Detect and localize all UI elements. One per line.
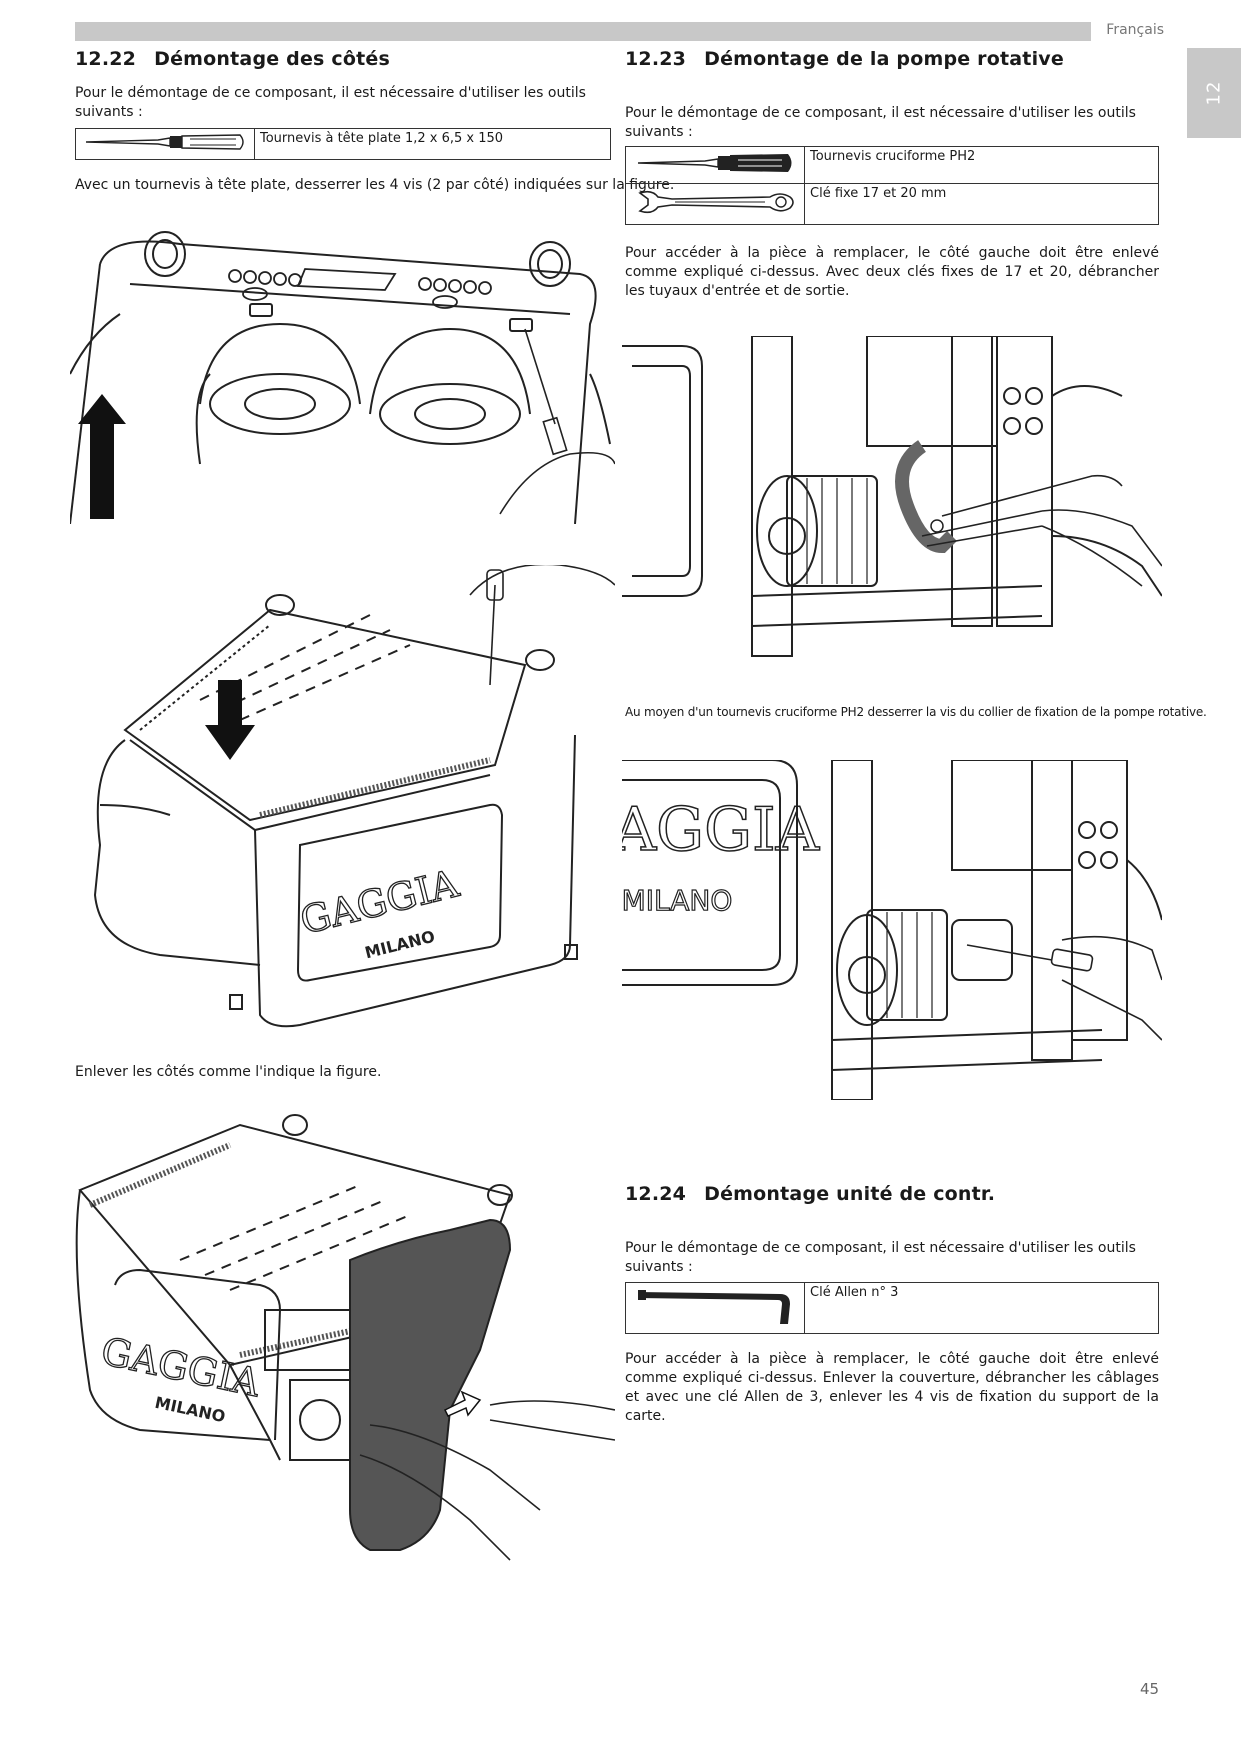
- section-title: Démontage unité de contr.: [704, 1183, 996, 1205]
- brand-sub-logo-3: MILANO: [622, 884, 732, 917]
- section-number: 12.23: [625, 48, 687, 70]
- pull-arrow-icon: [443, 1390, 482, 1417]
- brand-sub-logo-2: MILANO: [153, 1393, 227, 1426]
- figure-remove-side: GAGGIA MILANO: [75, 1114, 615, 1561]
- tool-label: Clé Allen n° 3: [804, 1282, 1159, 1334]
- brand-logo-3: GAGGIA: [622, 795, 820, 865]
- language-label: Français: [1106, 22, 1164, 38]
- intro-text-12-22: Pour le démontage de ce composant, il es…: [75, 85, 586, 120]
- tools-table-12-23: Tournevis cruciforme PH2 Clé fixe 17 et …: [625, 146, 1159, 225]
- tools-table-12-22: Tournevis à tête plate 1,2 x 6,5 x 150: [75, 128, 611, 160]
- side-panel: [349, 1218, 512, 1551]
- tool-icon-cell: [625, 146, 805, 184]
- figure-side-screws: [70, 231, 615, 524]
- brand-logo: GAGGIA: [296, 861, 463, 943]
- section-number: 12.22: [75, 48, 137, 70]
- tool-row: Tournevis à tête plate 1,2 x 6,5 x 150: [75, 128, 611, 160]
- tool-row: Clé Allen n° 3: [625, 1282, 1159, 1334]
- page-number: 45: [1140, 1680, 1160, 1698]
- chapter-tab: 12: [1187, 48, 1241, 138]
- figure-rear-screws: GAGGIA MILANO: [93, 565, 615, 1028]
- section-title: Démontage de la pompe rotative: [704, 48, 1064, 70]
- tool-label: Clé fixe 17 et 20 mm: [804, 183, 1159, 225]
- caption-12-23: Au moyen d'un tournevis cruciforme PH2 d…: [625, 705, 1207, 719]
- tool-icon-cell: [625, 183, 805, 225]
- body-text-12-24: Pour accéder à la pièce à remplacer, le …: [625, 1351, 1159, 1424]
- section-title: Démontage des côtés: [154, 48, 390, 70]
- wrench-icon: [638, 190, 794, 214]
- instruction-text-2-12-22: Enlever les côtés comme l'indique la fig…: [75, 1064, 382, 1080]
- tool-row: Tournevis cruciforme PH2: [625, 146, 1159, 184]
- figure-pump-pipes: [622, 336, 1162, 657]
- down-arrow-icon: [205, 680, 255, 760]
- up-arrow-icon: [78, 394, 126, 519]
- tool-label: Tournevis à tête plate 1,2 x 6,5 x 150: [254, 128, 611, 160]
- tools-table-12-24: Clé Allen n° 3: [625, 1282, 1159, 1334]
- tool-label: Tournevis cruciforme PH2: [804, 146, 1159, 184]
- flat-screwdriver-icon: [85, 134, 244, 150]
- instruction-text-12-22: Avec un tournevis à tête plate, desserre…: [75, 177, 675, 193]
- figure-pump-collar: GAGGIA MILANO: [622, 760, 1162, 1100]
- chapter-number: 12: [1203, 80, 1225, 106]
- tool-icon-cell: [625, 1282, 805, 1334]
- section-heading-12-23: 12.23 Démontage de la pompe rotative: [625, 48, 1064, 70]
- header-bar: [75, 22, 1091, 41]
- section-number: 12.24: [625, 1183, 687, 1205]
- intro-text-12-24: Pour le démontage de ce composant, il es…: [625, 1240, 1136, 1275]
- allen-key-icon: [638, 1290, 790, 1324]
- tool-icon-cell: [75, 128, 255, 160]
- phillips-screwdriver-icon: [637, 154, 792, 172]
- brand-logo-2: GAGGIA: [97, 1329, 264, 1406]
- tool-row: Clé fixe 17 et 20 mm: [625, 183, 1159, 225]
- section-heading-12-24: 12.24 Démontage unité de contr.: [625, 1183, 995, 1205]
- intro-text-12-23: Pour le démontage de ce composant, il es…: [625, 105, 1136, 140]
- brand-sub-logo: MILANO: [363, 927, 437, 963]
- section-heading-12-22: 12.22 Démontage des côtés: [75, 48, 390, 70]
- body-text-12-23: Pour accéder à la pièce à remplacer, le …: [625, 245, 1159, 299]
